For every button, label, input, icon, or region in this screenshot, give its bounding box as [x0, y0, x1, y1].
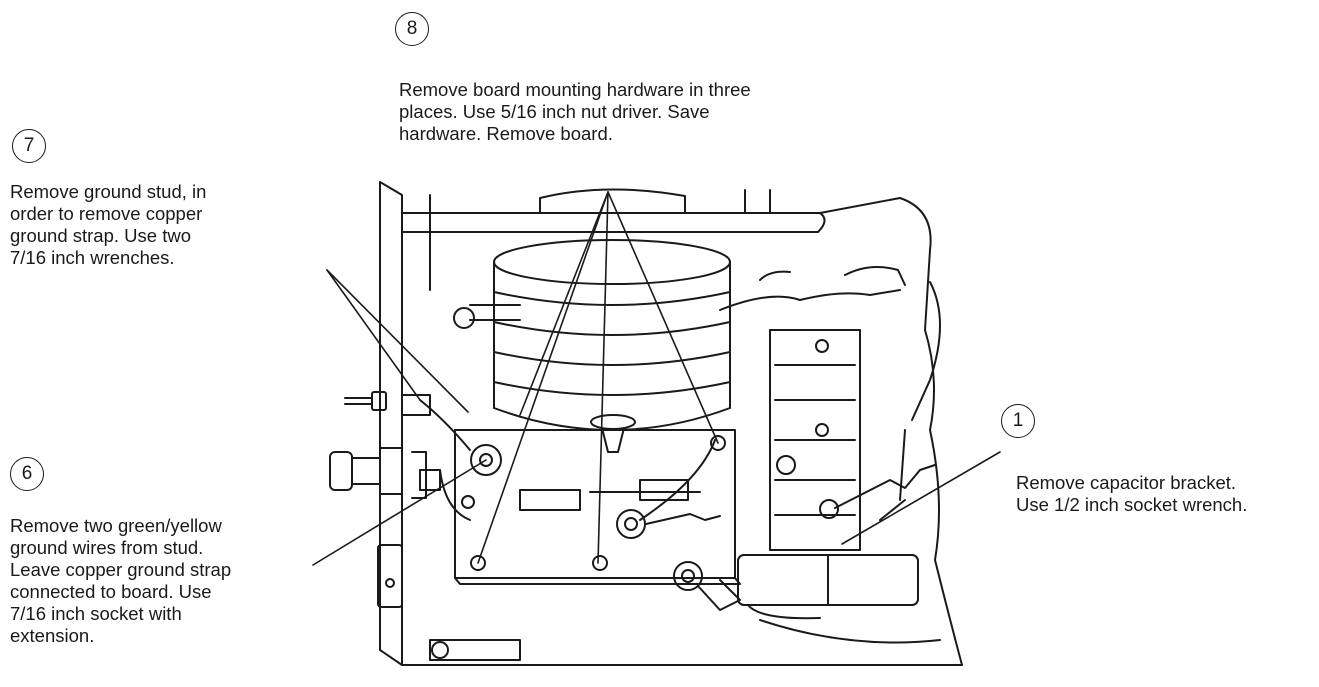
- instruction-line: order to remove copper: [10, 203, 203, 224]
- instruction-line: Remove two green/yellow: [10, 515, 222, 536]
- instruction-line: Leave copper ground strap: [10, 559, 232, 580]
- step-number-badge: 6: [10, 457, 44, 491]
- instruction-line: Remove capacitor bracket.: [1016, 472, 1237, 493]
- instruction-line: ground strap. Use two: [10, 225, 191, 246]
- step-number-badge: 1: [1001, 404, 1035, 438]
- instruction-line: Use 1/2 inch socket wrench.: [1016, 494, 1248, 515]
- step-instruction: Remove ground stud, in order to remove c…: [10, 181, 206, 269]
- instruction-line: Remove board mounting hardware in three: [399, 79, 751, 100]
- ground-stud: [344, 391, 502, 521]
- motor-housing: [493, 188, 771, 453]
- instruction-line: ground wires from stud.: [10, 537, 204, 558]
- step-instruction: Remove two green/yellow ground wires fro…: [10, 515, 231, 647]
- capacitor-bank: [737, 329, 936, 620]
- instruction-line: connected to board. Use: [10, 581, 212, 602]
- step-instruction: Remove capacitor bracket. Use 1/2 inch s…: [1016, 472, 1247, 516]
- step-number-badge: 8: [395, 12, 429, 46]
- instruction-line: Remove ground stud, in: [10, 181, 207, 202]
- instruction-line: 7/16 inch wrenches.: [10, 247, 175, 268]
- wire-harness: [719, 265, 941, 644]
- bulkhead-fitting: [329, 447, 521, 661]
- callout-leader-lines: [312, 191, 1001, 566]
- step-number-badge: 7: [12, 129, 46, 163]
- circuit-board: [453, 304, 741, 611]
- instruction-line: hardware. Remove board.: [399, 123, 613, 144]
- instruction-line: places. Use 5/16 inch nut driver. Save: [399, 101, 710, 122]
- step-instruction: Remove board mounting hardware in three …: [399, 79, 751, 145]
- instruction-line: 7/16 inch socket with: [10, 603, 182, 624]
- instruction-line: extension.: [10, 625, 95, 646]
